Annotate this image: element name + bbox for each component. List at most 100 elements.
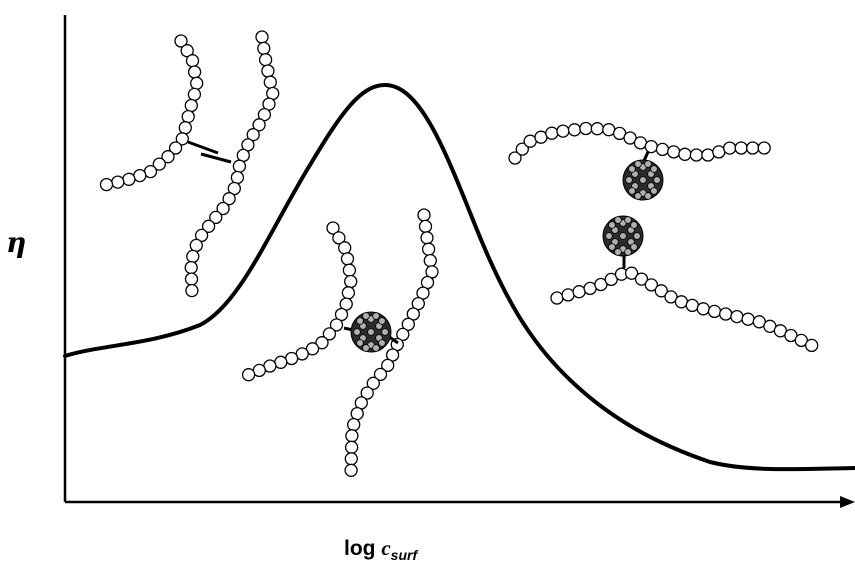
surfactant-headgroup bbox=[378, 339, 386, 347]
monomer-bead bbox=[185, 54, 200, 68]
monomer-bead bbox=[723, 141, 737, 155]
x-axis-label-subscript: surf bbox=[390, 547, 418, 564]
x-axis-label: log csurf bbox=[344, 536, 417, 563]
monomer-bead bbox=[187, 87, 202, 102]
monomer-bead bbox=[326, 221, 340, 235]
monomer-bead bbox=[604, 272, 618, 287]
monomer-bead bbox=[418, 219, 433, 234]
monomer-bead bbox=[701, 148, 715, 162]
monomer-bead bbox=[246, 128, 260, 142]
surfactant-headgroup bbox=[630, 243, 638, 251]
surfactant-headgroup bbox=[362, 344, 370, 352]
monomer-bead bbox=[342, 263, 357, 277]
surfactant-headgroup bbox=[356, 317, 364, 325]
monomer-bead bbox=[257, 107, 272, 122]
monomer-bead bbox=[190, 76, 204, 90]
monomer-bead bbox=[567, 123, 582, 137]
surfactant-headgroup bbox=[628, 165, 636, 173]
surfactant-headgroup bbox=[634, 192, 642, 200]
monomer-bead bbox=[274, 355, 288, 369]
monomer-bead bbox=[344, 463, 358, 477]
surfactant-micelle bbox=[602, 215, 644, 257]
monomer-bead bbox=[654, 284, 668, 298]
monomer-bead bbox=[730, 309, 744, 324]
monomer-bead bbox=[734, 141, 748, 155]
surfactant-headgroup bbox=[628, 187, 636, 195]
monomer-bead bbox=[360, 386, 374, 400]
surfactant-micelle bbox=[622, 159, 664, 201]
surfactant-headgroup bbox=[362, 312, 370, 320]
monomer-bead bbox=[678, 147, 692, 161]
monomer-bead bbox=[230, 170, 245, 185]
surfactant-headgroup bbox=[650, 187, 658, 195]
surfactant-headgroup bbox=[624, 248, 632, 256]
monomer-bead bbox=[674, 295, 689, 309]
monomer-bead bbox=[161, 150, 175, 164]
monomer-bead bbox=[152, 157, 166, 171]
surfactant-headgroup bbox=[644, 192, 652, 200]
monomer-bead bbox=[122, 172, 136, 186]
monomer-bead bbox=[741, 312, 755, 326]
monomer-bead bbox=[185, 283, 199, 298]
surfactant-headgroup bbox=[630, 221, 638, 229]
monomer-bead bbox=[719, 307, 733, 321]
monomer-bead bbox=[396, 327, 410, 342]
hydrophobic-contact-line bbox=[187, 140, 219, 155]
monomer-bead bbox=[187, 65, 202, 79]
monomer-bead bbox=[373, 367, 388, 382]
surfactant-headgroup bbox=[619, 232, 627, 240]
monomer-bead bbox=[417, 208, 431, 222]
surfactant-headgroup bbox=[650, 165, 658, 173]
monomer-bead bbox=[181, 109, 195, 124]
monomer-bead bbox=[515, 142, 529, 156]
monomer-bead bbox=[216, 201, 230, 216]
monomer-bead bbox=[174, 34, 188, 48]
surfactant-headgroup bbox=[624, 216, 632, 224]
monomer-bead bbox=[344, 452, 358, 466]
surfactant-headgroup bbox=[605, 232, 613, 240]
monomer-bead bbox=[178, 121, 192, 135]
monomer-bead bbox=[550, 291, 564, 305]
monomer-bead bbox=[186, 249, 200, 264]
monomer-bead bbox=[344, 274, 358, 289]
monomer-bead bbox=[712, 145, 726, 159]
surfactant-headgroup bbox=[614, 216, 622, 224]
monomer-bead bbox=[634, 272, 649, 286]
monomer-bead bbox=[344, 440, 359, 454]
monomer-bead bbox=[175, 132, 189, 146]
monomer-bead bbox=[624, 266, 639, 280]
monomer-bead bbox=[381, 358, 395, 373]
monomer-bead bbox=[133, 168, 147, 183]
monomer-bead bbox=[794, 333, 808, 348]
monomer-bead bbox=[184, 260, 198, 275]
monomer-bead bbox=[189, 238, 203, 253]
monomer-bead bbox=[594, 277, 608, 292]
x-axis-arrowhead bbox=[840, 496, 855, 508]
monomer-bead bbox=[329, 318, 344, 332]
surfactant-headgroup bbox=[625, 176, 633, 184]
monomer-bead bbox=[184, 98, 198, 113]
monomer-bead bbox=[805, 338, 819, 353]
monomer-bead bbox=[350, 406, 364, 421]
monomer-bead bbox=[556, 124, 570, 138]
x-axis-label-variable: c bbox=[381, 536, 391, 560]
monomer-bead bbox=[590, 122, 604, 136]
monomer-bead bbox=[421, 242, 436, 256]
monomer-bead bbox=[252, 118, 266, 132]
monomer-bead bbox=[340, 252, 355, 266]
monomer-bead bbox=[341, 286, 356, 300]
monomer-bead bbox=[411, 296, 425, 311]
monomer-bead bbox=[241, 368, 256, 382]
monomer-bead bbox=[257, 41, 271, 56]
monomer-bead bbox=[689, 148, 704, 162]
monomer-bead bbox=[696, 302, 710, 316]
surfactant-headgroup bbox=[372, 312, 380, 320]
micelles bbox=[350, 159, 664, 353]
monomer-bead bbox=[685, 298, 699, 313]
monomer-bead bbox=[420, 231, 434, 245]
monomer-bead bbox=[345, 429, 359, 443]
monomer-bead bbox=[255, 30, 269, 44]
y-axis-label: η bbox=[6, 226, 27, 259]
surfactant-headgroup bbox=[378, 317, 386, 325]
